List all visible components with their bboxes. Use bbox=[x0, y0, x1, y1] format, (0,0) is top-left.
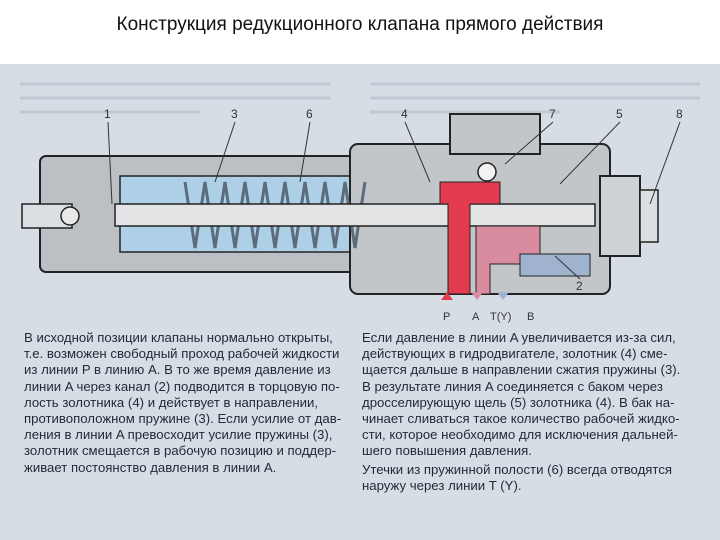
text-line: ления в линии A превосходит усилие пружи… bbox=[24, 427, 333, 443]
port-t-arrow bbox=[497, 292, 509, 300]
text-line: из линии P в линию A. В то же время давл… bbox=[24, 362, 331, 378]
text-line: Утечки из пружинной полости (6) всегда о… bbox=[362, 461, 673, 477]
text-line: щается дальше в направлении сжатия пружи… bbox=[362, 362, 681, 378]
text-line: дросселирующую щель (5) золотника (4). В… bbox=[362, 394, 675, 410]
port-p-label: P bbox=[443, 311, 450, 323]
label-7: 7 bbox=[549, 107, 556, 121]
tank-channel-t bbox=[519, 253, 591, 277]
spring-3 bbox=[183, 181, 367, 249]
left-explanation-text: В исходной позиции клапаны нормально отк… bbox=[24, 330, 354, 476]
right-explanation-text: Если давление в линии A увеличивается из… bbox=[362, 330, 704, 494]
top-port-block bbox=[449, 113, 541, 155]
label-1: 1 bbox=[104, 107, 111, 121]
port-b-label: B bbox=[527, 311, 534, 323]
text-line: сти, которое необходимо для исключения д… bbox=[362, 427, 678, 443]
text-line: В результате линия A соединяется с баком… bbox=[362, 378, 663, 394]
text-line: шего повышения давления. bbox=[362, 443, 532, 459]
label-6: 6 bbox=[306, 107, 313, 121]
check-ball-7 bbox=[477, 162, 497, 182]
text-line: лость золотника (4) и действует в направ… bbox=[24, 394, 319, 410]
text-line: наружу через линии T (Y). bbox=[362, 477, 522, 493]
slide-title: Конструкция редукционного клапана прямог… bbox=[116, 14, 604, 35]
text-line: золотник смещается в рабочую позицию и п… bbox=[24, 443, 337, 459]
text-line: линии A через канал (2) подводится в тор… bbox=[24, 378, 340, 394]
background-print-lines bbox=[20, 82, 700, 114]
label-2: 2 bbox=[576, 279, 583, 293]
text-line: противоположном пружине (3). Если усилие… bbox=[24, 411, 342, 427]
port-t-label: T(Y) bbox=[490, 311, 511, 323]
leader-lines bbox=[107, 121, 681, 280]
port-p-arrow bbox=[441, 292, 453, 300]
leak-note: Утечки из пружинной полости (6) всегда о… bbox=[362, 462, 704, 494]
text-line: живает постоянство давления в линии A. bbox=[24, 459, 277, 475]
end-cap-plug bbox=[639, 189, 659, 243]
valve-cross-section-diagram: 1 3 6 4 7 5 8 2 P A T(Y) B bbox=[20, 82, 700, 323]
text-line: действующих в гидродвигателе, золотник (… bbox=[362, 346, 668, 362]
label-4: 4 bbox=[401, 107, 408, 121]
text-line: Если давление в линии A увеличивается из… bbox=[362, 330, 676, 345]
pressure-channel-p bbox=[439, 181, 501, 295]
port-a-label: A bbox=[472, 311, 480, 323]
text-line: В исходной позиции клапаны нормально отк… bbox=[24, 330, 333, 345]
label-8: 8 bbox=[676, 107, 683, 121]
text-line: т.е. возможен свободный проход рабочей ж… bbox=[24, 346, 340, 362]
end-cap-8 bbox=[599, 175, 641, 257]
lock-nut bbox=[60, 206, 80, 226]
label-5: 5 bbox=[616, 107, 623, 121]
port-a-arrow bbox=[471, 292, 483, 300]
spool-4 bbox=[114, 203, 596, 227]
label-3: 3 bbox=[231, 107, 238, 121]
text-line: чинает сливаться такое количество рабоче… bbox=[362, 411, 680, 427]
